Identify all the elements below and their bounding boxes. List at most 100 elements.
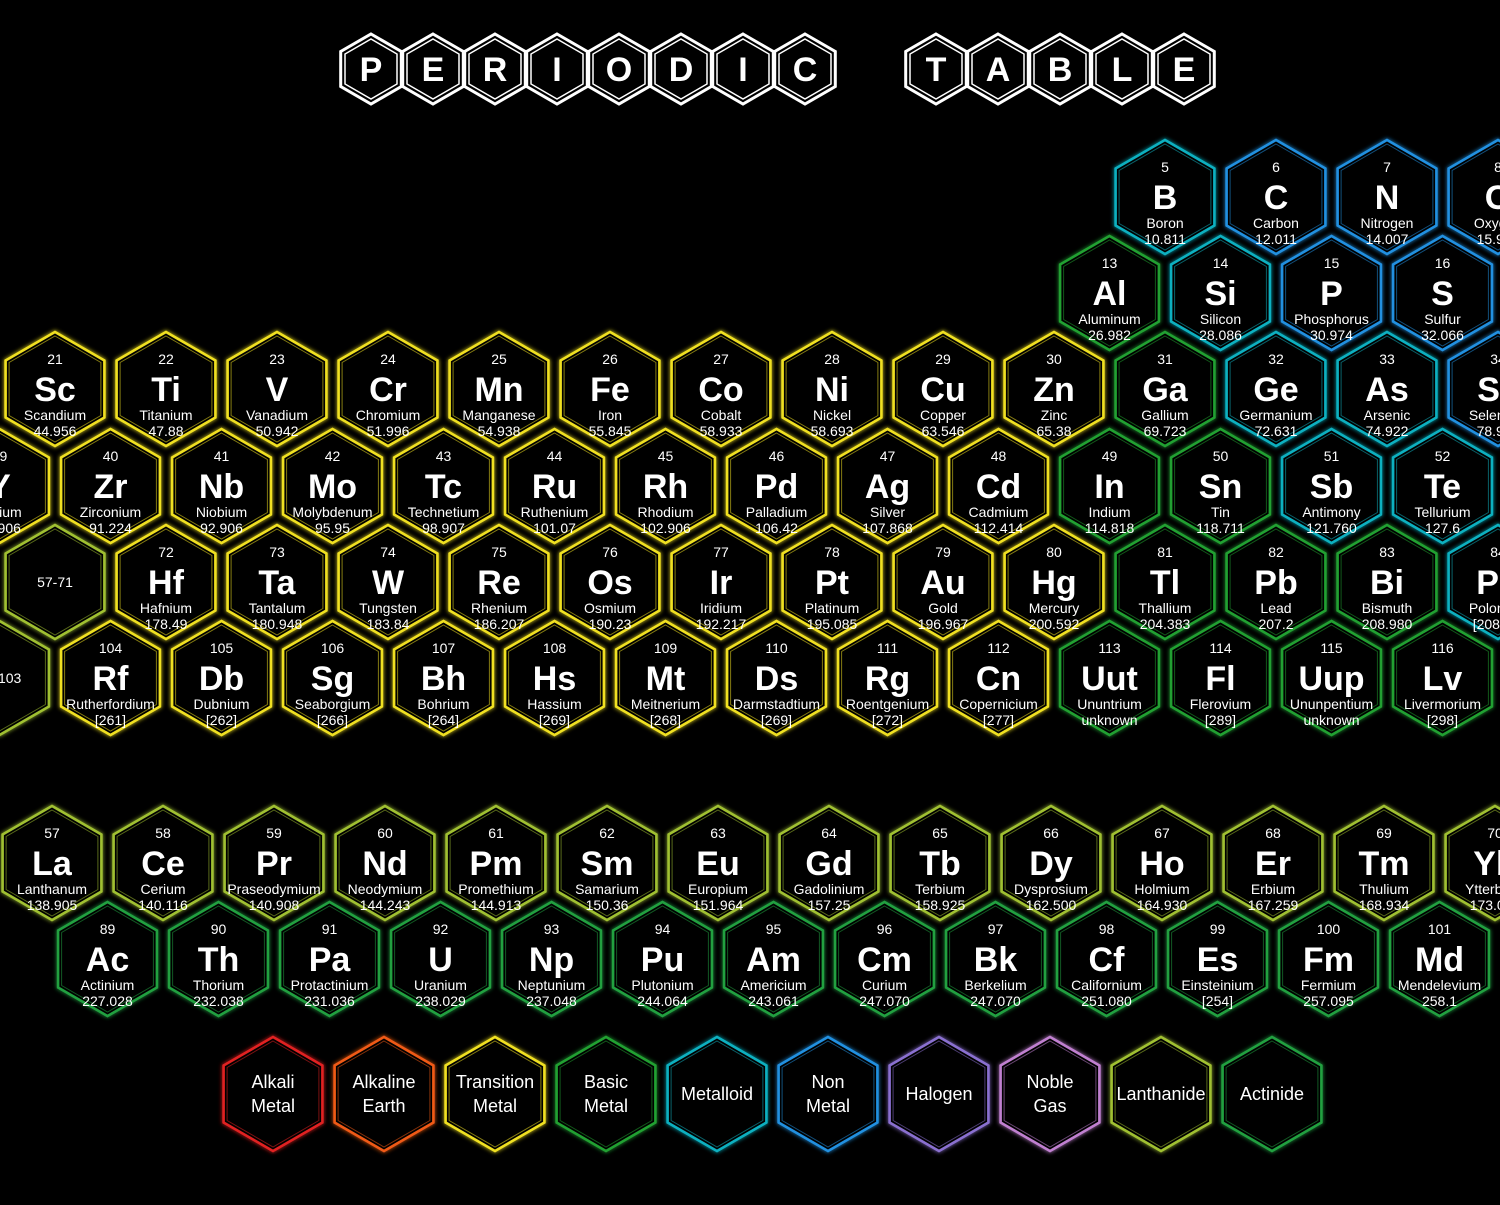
element-hex	[281, 427, 384, 545]
title-hex-inner	[406, 38, 460, 100]
element-hex	[1166, 900, 1269, 1018]
legend-hex-inner	[337, 1040, 431, 1148]
element-hex	[392, 427, 495, 545]
title-letter-text: I	[738, 51, 747, 89]
element-hex	[115, 523, 217, 641]
element-name: Osmium	[584, 600, 636, 616]
element-hex	[1444, 804, 1500, 922]
atomic-mass: 144.243	[360, 897, 411, 913]
atomic-mass: 207.2	[1258, 616, 1293, 632]
atomic-number: 116	[1431, 640, 1454, 656]
element-hex	[226, 523, 328, 641]
element-symbol: Mo	[308, 468, 357, 506]
element-symbol: Hg	[1031, 564, 1076, 602]
element-hex-inner	[1115, 809, 1209, 917]
title-letter-text: P	[360, 51, 383, 89]
atomic-mass: 247.070	[859, 993, 910, 1009]
element-symbol: Rh	[643, 468, 688, 506]
atomic-mass: 195.085	[807, 616, 858, 632]
legend-label: Metal	[473, 1096, 517, 1116]
title-hex-inner	[778, 38, 832, 100]
element-symbol: Sn	[1199, 468, 1242, 506]
element-symbol: Cm	[857, 941, 912, 979]
element-hex-inner	[1340, 528, 1434, 636]
atomic-number: 72	[158, 544, 174, 560]
atomic-mass: 196.967	[918, 616, 969, 632]
element-hex-inner	[341, 335, 435, 443]
element-name: Nitrogen	[1361, 215, 1414, 231]
element-symbol: Ds	[755, 660, 798, 698]
atomic-number: 24	[380, 351, 396, 367]
atomic-number: 39	[0, 448, 7, 464]
element-hex	[1111, 804, 1213, 922]
element-name: Ruthenium	[521, 504, 589, 520]
atomic-number: 34	[1490, 351, 1500, 367]
element-hex	[334, 804, 436, 922]
element-symbol: Te	[1424, 468, 1461, 506]
atomic-mass: [208.98]	[1473, 616, 1500, 632]
element-hex-inner	[1337, 809, 1431, 917]
title-hex-inner	[530, 38, 584, 100]
title-letter-text: E	[422, 51, 445, 89]
atomic-mass: 51.996	[367, 423, 410, 439]
title-hex-inner	[971, 38, 1025, 100]
element-name: Rhodium	[637, 504, 693, 520]
title-hex-inner	[716, 38, 770, 100]
atomic-number: 67	[1154, 825, 1170, 841]
legend-hex	[999, 1035, 1101, 1153]
atomic-mass: 91.224	[89, 520, 132, 536]
element-name: Boron	[1146, 215, 1183, 231]
atomic-number: 80	[1046, 544, 1062, 560]
element-hex	[1169, 619, 1272, 737]
atomic-number: 33	[1379, 351, 1395, 367]
atomic-mass: 32.066	[1421, 327, 1464, 343]
element-cell: 8OOxygen15.999	[1447, 138, 1500, 256]
atomic-number: 109	[654, 640, 678, 656]
element-cell: 39YYttrium88.906	[0, 427, 51, 545]
element-hex	[112, 804, 214, 922]
legend: AlkaliMetalAlkalineEarthTransitionMetalB…	[222, 1035, 1323, 1153]
element-hex	[1391, 234, 1494, 352]
element-hex	[4, 330, 106, 448]
element-hex	[667, 804, 769, 922]
title-hex-inner	[1095, 38, 1149, 100]
element-symbol: Lv	[1423, 660, 1463, 698]
title-letter: T	[904, 32, 968, 106]
element-hex	[892, 330, 994, 448]
element-hex	[1114, 523, 1216, 641]
element-hex	[503, 619, 606, 737]
element-symbol: Rf	[93, 660, 130, 698]
element-hex-inner	[1451, 335, 1500, 443]
element-symbol: Es	[1197, 941, 1239, 979]
element-hex	[670, 523, 772, 641]
element-name: Bohrium	[417, 696, 469, 712]
atomic-mass: 72.631	[1255, 423, 1298, 439]
atomic-mass: 227.028	[82, 993, 133, 1009]
element-hex-inner	[952, 624, 1045, 732]
legend-label: Alkaline	[352, 1072, 415, 1092]
atomic-number: 92	[433, 921, 449, 937]
legend-label: Transition	[456, 1072, 534, 1092]
element-symbol: Ru	[532, 468, 577, 506]
title-letter: D	[649, 32, 713, 106]
element-hex-inner	[1007, 335, 1101, 443]
element-name: Einsteinium	[1181, 977, 1253, 993]
element-hex-inner	[1174, 624, 1267, 732]
